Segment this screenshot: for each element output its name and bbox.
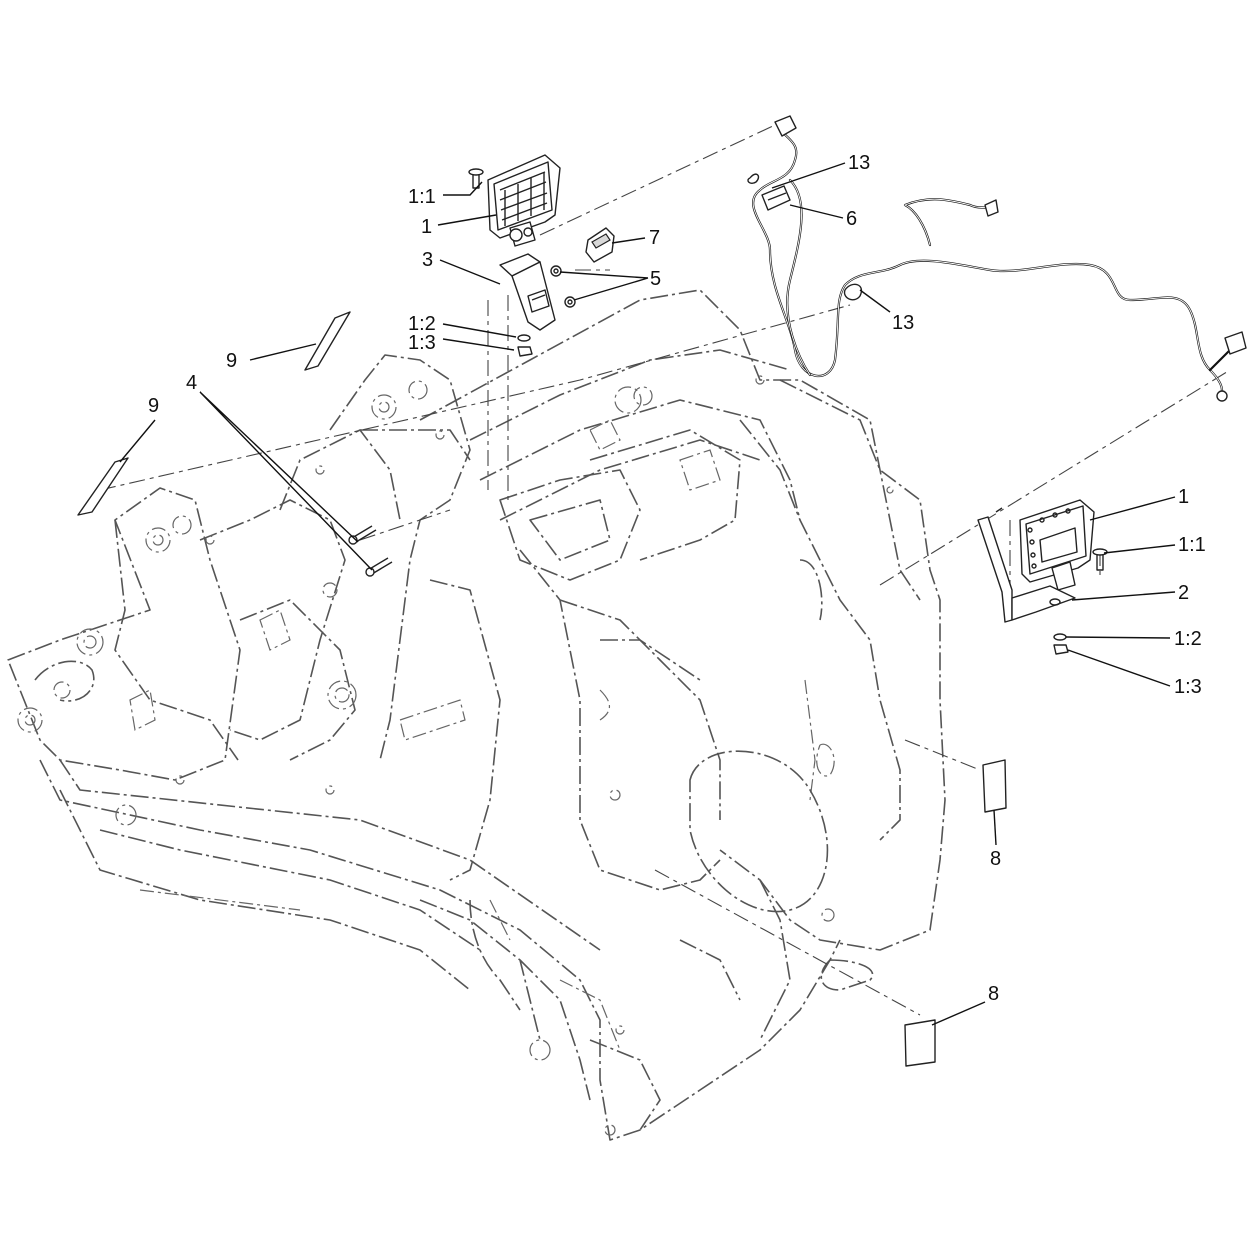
callout-1-2-top: 1:2: [408, 313, 436, 335]
callout-1-3-right: 1:3: [1174, 676, 1202, 698]
machine-frame-outline: [7, 289, 946, 1141]
callout-5: 5: [650, 268, 661, 290]
nuts-item-5: [550, 265, 576, 308]
callout-1-3-top: 1:3: [408, 332, 436, 354]
frame-pivot-holes: [17, 375, 894, 1136]
callout-1-2-right: 1:2: [1174, 628, 1202, 650]
mount-bracket-right: [977, 507, 1076, 623]
callout-1-1-right: 1:1: [1178, 534, 1206, 556]
wire-harness: [747, 115, 1247, 402]
mount-bracket-top: [499, 253, 556, 331]
work-light-top: [487, 154, 561, 247]
callout-1-top: 1: [421, 216, 432, 238]
callout-8-lower: 8: [988, 983, 999, 1005]
callout-3: 3: [422, 249, 433, 271]
callout-13-top: 13: [848, 152, 870, 174]
callout-7: 7: [649, 227, 660, 249]
callout-2: 2: [1178, 582, 1189, 604]
bolt-right: [1092, 548, 1108, 571]
bolts-item-4: [348, 525, 393, 577]
callout-1-right: 1: [1178, 486, 1189, 508]
callout-9-upper: 9: [226, 350, 237, 372]
callout-labels: 1:1 1 3 1:2 1:3 7 5 13 6 13 9 9 4 1 1:1 …: [148, 152, 1206, 1005]
callout-1-1-top: 1:1: [408, 186, 436, 208]
washer-nut-right: [1053, 633, 1069, 655]
decals: [77, 311, 1007, 1067]
callout-8-upper: 8: [990, 848, 1001, 870]
callout-9-lower: 9: [148, 395, 159, 417]
callout-13-mid: 13: [892, 312, 914, 334]
callout-4: 4: [186, 372, 197, 394]
callout-6: 6: [846, 208, 857, 230]
leader-lines: [119, 162, 1176, 1026]
bolt-top: [468, 168, 484, 189]
work-light-right: [1019, 499, 1095, 591]
switch-item-7: [585, 227, 615, 263]
washer-nut-top: [517, 334, 533, 357]
